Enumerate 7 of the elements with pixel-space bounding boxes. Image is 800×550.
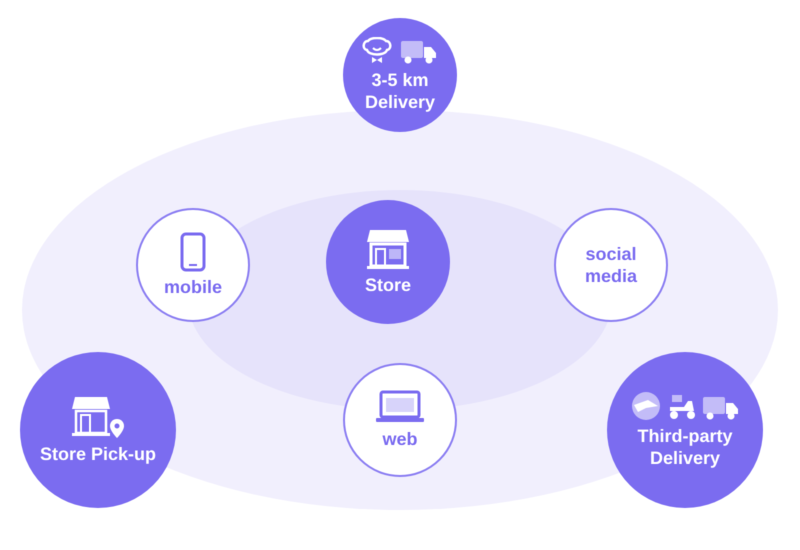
node-label: mobile	[162, 276, 223, 298]
node-label: web	[381, 428, 418, 450]
node-label: 3-5 km Delivery	[364, 69, 436, 113]
node-label: Store	[364, 274, 412, 296]
node-label: social media	[584, 243, 638, 287]
node-label: Third-party Delivery	[636, 425, 734, 469]
node-label: Store Pick-up	[38, 443, 158, 465]
